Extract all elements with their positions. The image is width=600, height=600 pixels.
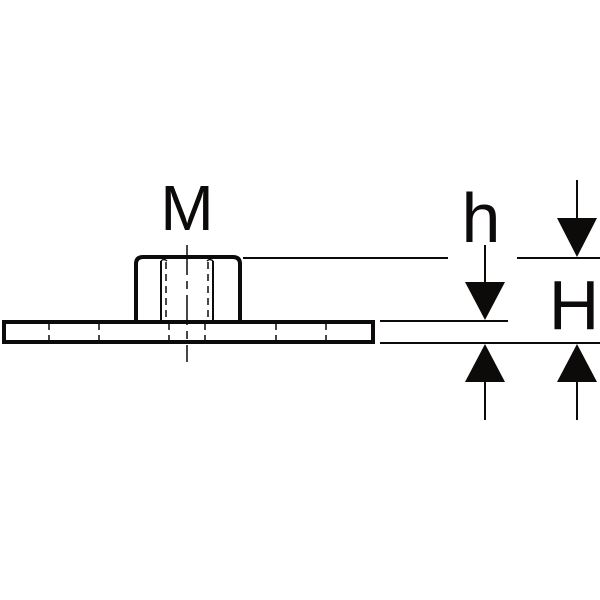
thread-hidden-lines <box>165 262 209 320</box>
H-arrow-down-icon <box>557 218 597 257</box>
hex-nut <box>134 255 242 321</box>
base-plate <box>2 320 375 344</box>
plate-hidden-lines <box>48 324 327 340</box>
label-thread-size: M <box>160 172 213 244</box>
H-arrow-up-icon <box>557 344 597 382</box>
h-arrow-down-icon <box>465 282 505 320</box>
label-nut-height: h <box>462 179 501 257</box>
h-arrow-up-icon <box>465 344 505 382</box>
label-total-height: H <box>549 266 600 344</box>
nut-chamfer-arcs <box>160 258 214 262</box>
